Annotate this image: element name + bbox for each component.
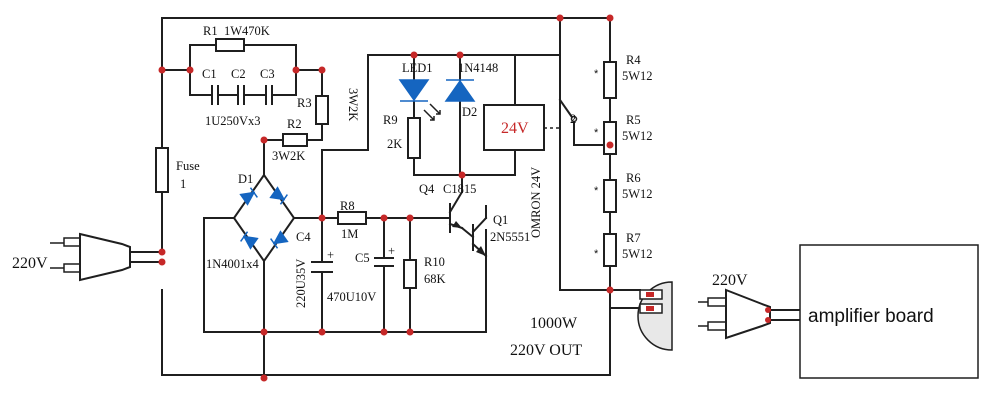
r7-star: * — [594, 248, 599, 260]
d2-diode-icon — [444, 79, 476, 102]
r5-label: R5 — [626, 113, 641, 127]
r1-body — [215, 38, 245, 52]
d2-label: D2 — [462, 105, 477, 119]
plug-voltage-label: 220V — [712, 272, 748, 289]
r1-label: R1 — [203, 24, 218, 38]
relay-contact-pin — [570, 115, 578, 123]
r5-body — [603, 121, 617, 155]
c2-symbol — [237, 85, 245, 105]
r5-star: * — [594, 127, 599, 139]
resistor-bodies — [155, 38, 617, 289]
r9-value: 2K — [387, 137, 402, 151]
c5-symbol: + — [374, 244, 395, 267]
svg-text:+: + — [327, 248, 334, 262]
d1-label: D1 — [238, 172, 253, 186]
amplifier-plug-icon — [707, 288, 771, 340]
fuse-body — [155, 147, 169, 193]
c5-label: C5 — [355, 251, 370, 265]
wiring — [50, 17, 801, 379]
svg-text:+: + — [388, 244, 395, 258]
r1-value: 1W470K — [224, 24, 270, 38]
r4-label: R4 — [626, 53, 641, 67]
c5-value: 470U10V — [327, 290, 376, 304]
d1-value: 1N4001x4 — [206, 257, 260, 271]
junctions — [158, 14, 614, 382]
c4-value: 220U35V — [294, 259, 308, 308]
c4-label: C4 — [296, 230, 311, 244]
bridge-rectifier — [239, 186, 289, 250]
r2-label: R2 — [287, 117, 302, 131]
q1-part-label: 2N5551 — [490, 230, 530, 244]
bridge-diode-icon — [239, 187, 258, 206]
c1-label: C1 — [202, 67, 217, 81]
q4-label: Q4 — [419, 182, 435, 196]
r7-value: 5W12 — [622, 247, 653, 261]
relay-model-label: OMRON 24V — [529, 167, 543, 238]
output-voltage-label: 220V OUT — [510, 342, 582, 359]
output-socket-icon — [637, 281, 673, 351]
c2-label: C2 — [231, 67, 246, 81]
r9-body — [407, 117, 421, 159]
q1-label: Q1 — [493, 213, 508, 227]
r8-label: R8 — [340, 199, 355, 213]
r8-value: 1M — [341, 227, 358, 241]
r6-label: R6 — [626, 171, 641, 185]
c4-symbol: + — [311, 248, 334, 273]
capacitors: + + — [211, 85, 395, 273]
output-power-label: 1000W — [530, 315, 578, 332]
r9-label: R9 — [383, 113, 398, 127]
c3-symbol — [265, 85, 273, 105]
led1-icon — [398, 79, 441, 121]
bridge-diode-icon — [269, 186, 288, 205]
c1-symbol — [211, 85, 219, 105]
r8-body — [337, 211, 367, 225]
c3-label: C3 — [260, 67, 275, 81]
led1-label: LED1 — [402, 61, 433, 75]
bridge-diode-icon — [270, 230, 289, 249]
r7-label: R7 — [626, 231, 641, 245]
relay: 24V 2 OMRON 24V — [483, 104, 578, 238]
r4-body — [603, 61, 617, 99]
r6-value: 5W12 — [622, 187, 653, 201]
r2-body — [282, 133, 308, 147]
r2-value: 3W2K — [272, 149, 305, 163]
q4-part-label: C1815 — [443, 182, 476, 196]
r6-body — [603, 179, 617, 213]
r7-body — [603, 233, 617, 267]
capacitor-value: 1U250Vx3 — [205, 114, 261, 128]
r10-label: R10 — [424, 255, 445, 269]
relay-coil-label: 24V — [501, 120, 529, 137]
d2-part-label: 1N4148 — [458, 61, 498, 75]
r3-label: R3 — [297, 96, 312, 110]
r6-star: * — [594, 185, 599, 197]
transistor-q1-icon — [471, 216, 488, 333]
relay-pin-label: 2 — [570, 112, 576, 126]
r3-body — [315, 95, 329, 125]
amplifier-board-box — [799, 244, 979, 379]
component-labels: R1 1W470K C1 C2 C3 1U250Vx3 R3 3W2K R2 3… — [176, 24, 653, 308]
r3-value: 3W2K — [346, 88, 360, 121]
input-plug-icon — [63, 232, 131, 282]
r4-star: * — [594, 68, 599, 80]
transistor-q4-icon — [439, 190, 464, 233]
bridge-diode-icon — [240, 231, 259, 250]
input-voltage-label: 220V — [12, 255, 48, 272]
fuse-label: Fuse — [176, 159, 200, 173]
r4-value: 5W12 — [622, 69, 653, 83]
r10-body — [403, 259, 417, 289]
r10-value: 68K — [424, 272, 446, 286]
fuse-number: 1 — [180, 177, 186, 191]
r5-value: 5W12 — [622, 129, 653, 143]
amplifier-board-label: amplifier board — [808, 306, 934, 327]
